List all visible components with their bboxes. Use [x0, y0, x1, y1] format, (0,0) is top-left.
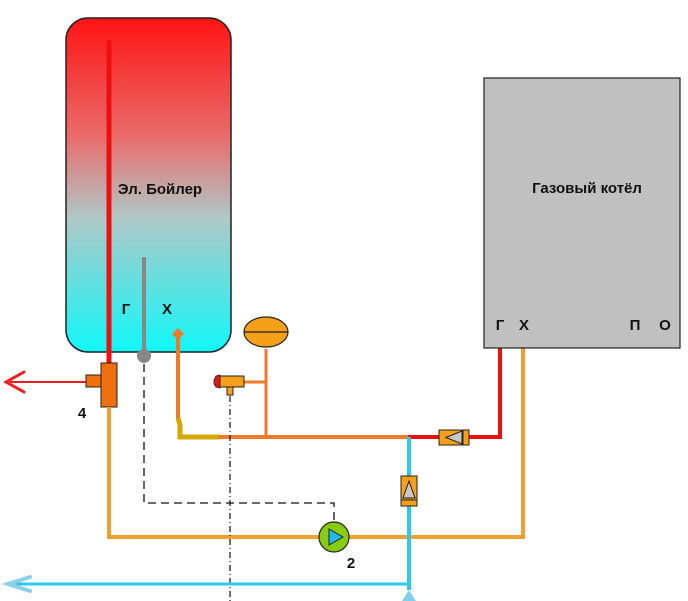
sensor-signal-line: [143, 364, 335, 520]
cold-inlet-marker: [172, 328, 184, 340]
gas-boiler-port-supply: П: [630, 317, 641, 334]
pump-label: 2: [347, 555, 355, 572]
olive-pipe-segment: [175, 417, 220, 440]
safety-valve-cap: [213, 374, 221, 389]
recirculation-pipe: [107, 348, 525, 539]
pump-direction-icon: [328, 528, 345, 546]
mixing-valve: [100, 362, 118, 408]
gas-boiler-port-cold: Х: [519, 317, 529, 334]
hot-outlet-arrow-icon: [2, 370, 26, 394]
mixing-valve-label: 4: [78, 405, 87, 422]
electric-boiler-title: Эл. Бойлер: [118, 181, 202, 198]
gas-boiler-port-return: О: [659, 317, 671, 334]
safety-valve-drain: [226, 386, 234, 396]
cold-outlet-arrow-icon: [1, 575, 32, 593]
gas-boiler: [483, 77, 681, 349]
safety-valve-body: [219, 375, 245, 388]
electric-boiler-cold-label: Х: [162, 301, 172, 318]
gas-boiler-hot-pipe: [408, 348, 502, 439]
cold-water-inlet-icon: [402, 590, 416, 601]
sensor-bulb: [137, 349, 151, 363]
electric-boiler-hot-label: Г: [122, 301, 131, 318]
gas-boiler-port-hot: Г: [496, 317, 505, 334]
check-valve-vertical: [400, 475, 418, 507]
check-valve-horizontal: [438, 429, 470, 446]
mixing-valve-port: [85, 374, 103, 388]
gas-boiler-title: Газовый котёл: [532, 180, 642, 197]
